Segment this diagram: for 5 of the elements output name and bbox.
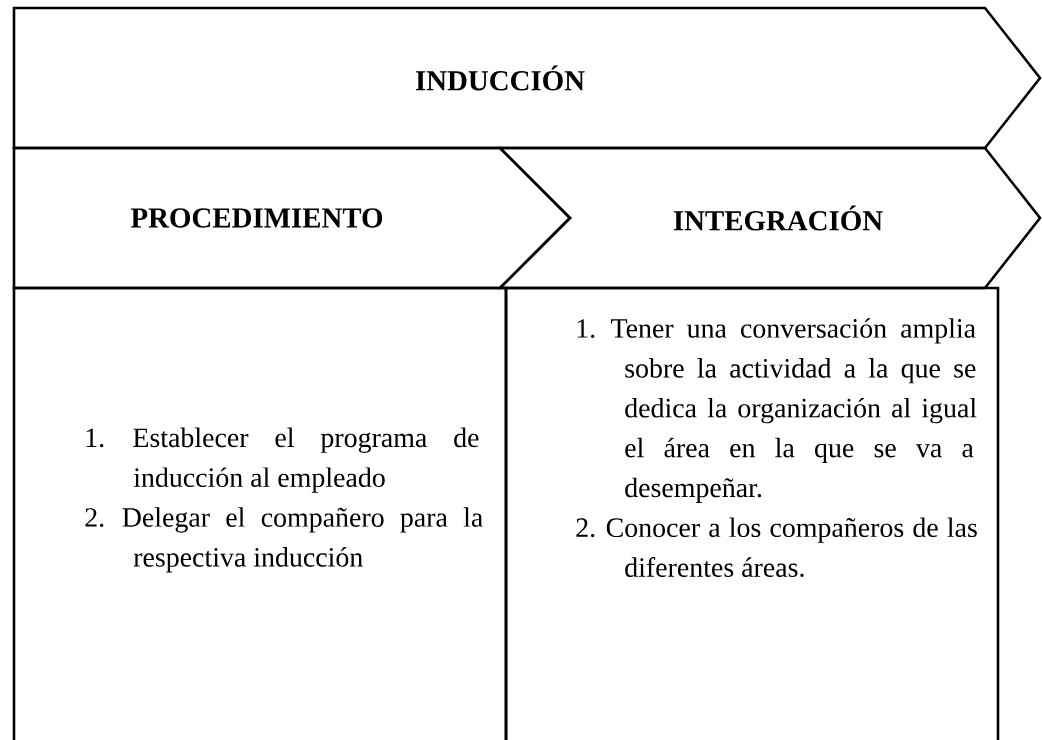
heading-band: INTEGRACIÓN — [496, 146, 1042, 290]
list-box: 1. Tener una conversación amplia sobre la actividad a la que se dedica la organización al igual el área en la que se va a desempeñar. 2. Conocer a los compañeros de las diferentes áreas. — [504, 286, 1000, 740]
list-box: 1. Establecer el programa de inducción al empleado 2. Delegar el compañero para la respectiva inducción — [12, 286, 508, 740]
heading-band: INDUCCIÓN — [12, 6, 1042, 150]
heading-band: PROCEDIMIENTO — [12, 146, 572, 290]
